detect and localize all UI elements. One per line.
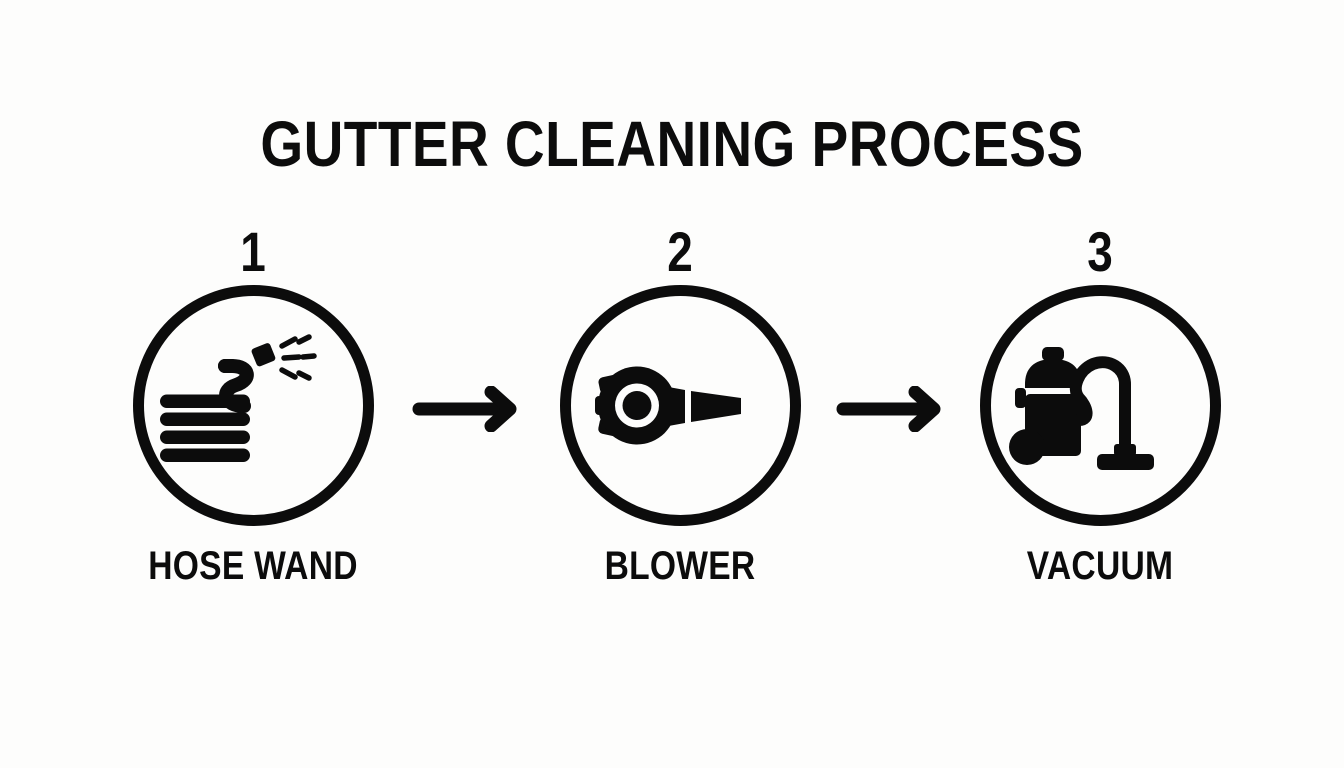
step-circle-1 [132,284,375,527]
arrow-right-icon [412,386,517,432]
arrow-right-icon [836,386,941,432]
hose-wand-icon [160,334,317,462]
step-circle-2 [559,284,802,527]
page-title: GUTTER CLEANING PROCESS [260,108,1084,180]
process-step-blower: 2 [530,222,830,602]
leaf-blower-icon [595,366,741,445]
step-label: BLOWER [604,544,756,588]
step-number: 3 [1087,220,1113,283]
process-step-vacuum: 3 [950,222,1250,602]
step-label: HOSE WAND [148,544,358,588]
connector-arrow-2 [836,386,954,432]
step-label: VACUUM [1026,544,1174,588]
connector-arrow-1 [412,386,530,432]
step-circle-3 [979,284,1222,527]
step-number: 2 [667,220,693,283]
process-step-hose-wand: 1 [103,222,403,602]
vacuum-cleaner-icon [1009,347,1154,470]
step-number: 1 [240,220,266,283]
